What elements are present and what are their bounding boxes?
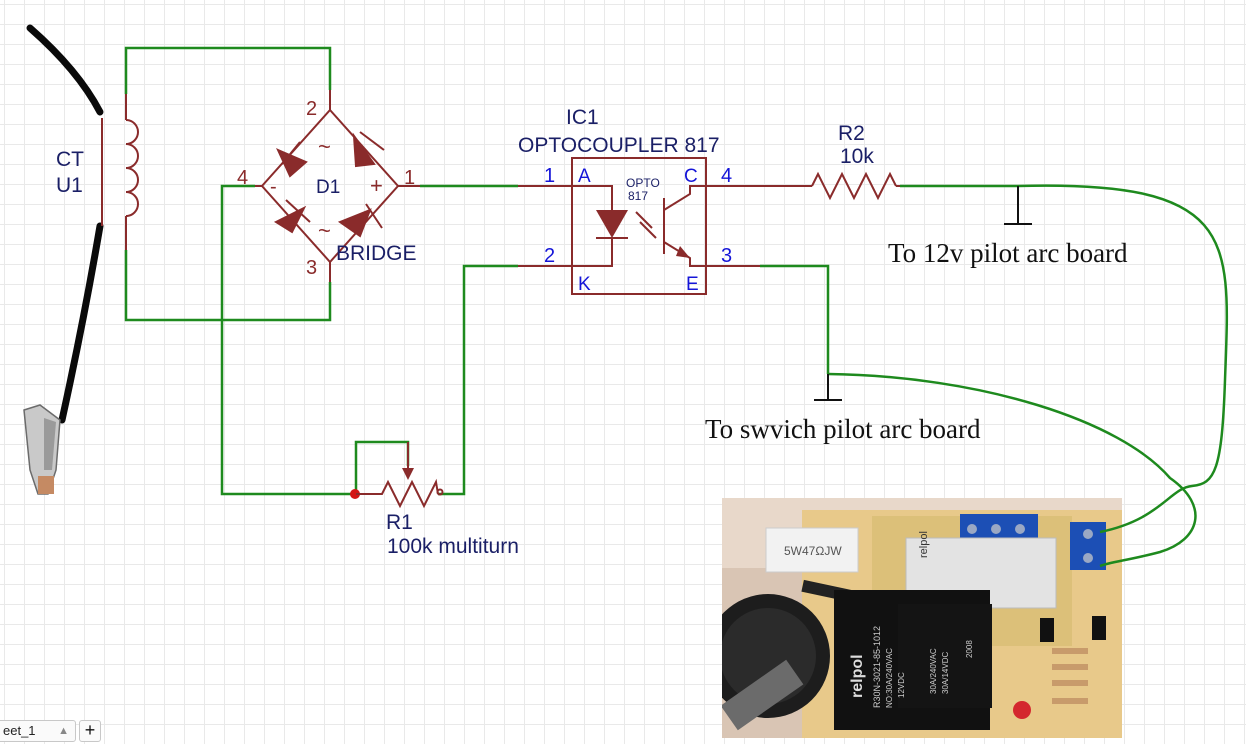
bridge-ac-top: ~: [318, 134, 331, 159]
opto-pin-k: K: [578, 274, 591, 295]
optocoupler: [518, 157, 760, 295]
opto-inner-label-1: OPTO: [626, 176, 660, 190]
ct-cable: [26, 24, 104, 424]
r1-value: 100k multiturn: [387, 535, 519, 558]
opto-emitter-arrow: [676, 246, 690, 258]
opto-designator: IC1: [566, 106, 599, 129]
sheet-tab[interactable]: eet_1 ▲: [0, 720, 76, 742]
bridge-designator: D1: [316, 177, 340, 198]
opto-pin-4: 4: [721, 165, 732, 187]
bridge-pin-3: 3: [306, 257, 317, 279]
opto-pin-c: C: [684, 166, 698, 187]
add-sheet-button[interactable]: +: [79, 720, 101, 742]
photo-relay-contact: NO:30A/240VAC: [885, 648, 894, 708]
opto-pin-a: A: [578, 166, 591, 187]
junction-dot: [350, 489, 360, 499]
wires: [124, 46, 1229, 568]
photo-relay-year: 2008: [965, 640, 974, 658]
bridge-pin-4: 4: [237, 167, 248, 189]
r1-designator: R1: [386, 511, 413, 534]
opto-led-triangle: [596, 210, 628, 238]
terminal-switch: [814, 374, 842, 401]
terminal-12v: [1004, 186, 1032, 225]
bridge-pin-2: 2: [306, 98, 317, 120]
photo-relay-rating-1: 30A/240VAC: [929, 648, 938, 694]
opto-pin-e: E: [686, 274, 699, 295]
potentiometer-r1: [356, 442, 444, 509]
photo-resistor-label: 5W47ΩJW: [784, 544, 842, 558]
bridge-minus: -: [270, 176, 277, 198]
bridge-plus: +: [370, 173, 383, 198]
chevron-up-icon[interactable]: ▲: [58, 725, 69, 737]
opto-pin-2: 2: [544, 245, 555, 267]
opto-pin-1: 1: [544, 165, 555, 187]
r2-value: 10k: [840, 145, 874, 168]
potentiometer-wiper-arrow: [402, 468, 414, 480]
sheet-tab-label: eet_1: [3, 723, 36, 738]
ct-name: CT: [56, 148, 84, 171]
bridge-diodes: [273, 131, 385, 238]
alligator-clip-icon: [23, 404, 61, 495]
resistor-r2: [760, 171, 900, 201]
svg-text:relpol: relpol: [918, 531, 930, 558]
photo-relay-rating-2: 30A/14VDC: [941, 652, 950, 694]
ct-designator: U1: [56, 174, 83, 197]
pcb-photo: relpol 5W47ΩJW relpol R30N-3021-85-1012 …: [722, 498, 1122, 738]
bridge-pin-1: 1: [404, 167, 415, 189]
opto-value: OPTOCOUPLER 817: [518, 134, 720, 157]
opto-inner-label-2: 817: [628, 189, 648, 203]
photo-relay-model: R30N-3021-85-1012: [872, 626, 882, 708]
photo-relay-brand: relpol: [849, 654, 866, 698]
photo-relay-coil: 12VDC: [897, 672, 906, 698]
note-to-12v: To 12v pilot arc board: [888, 238, 1128, 268]
ct-coil: [101, 94, 139, 250]
note-to-switch: To swvich pilot arc board: [705, 414, 981, 444]
r2-designator: R2: [838, 122, 865, 145]
opto-pin-3: 3: [721, 245, 732, 267]
bridge-ac-bottom: ~: [318, 218, 331, 243]
bridge-value: BRIDGE: [336, 242, 417, 265]
